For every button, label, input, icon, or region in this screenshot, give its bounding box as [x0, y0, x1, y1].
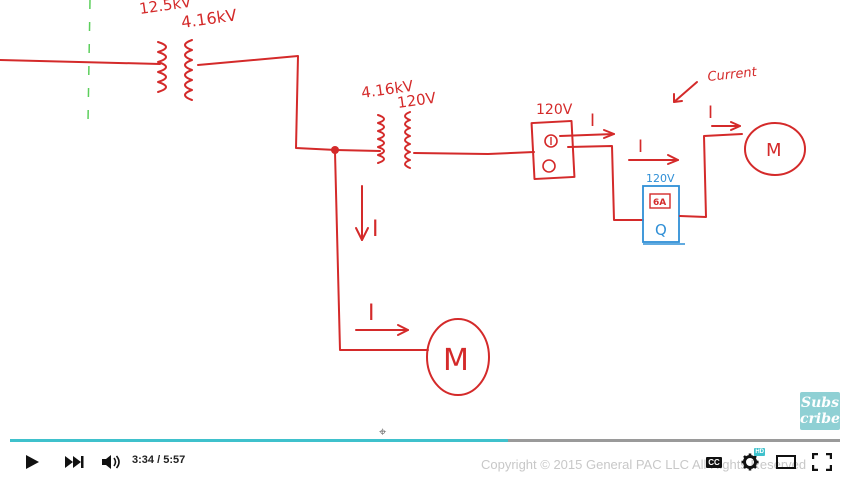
- mouse-cursor-icon: ⌖: [379, 424, 387, 439]
- xfmr2-feed-line: [335, 149, 381, 152]
- receptacle-1-top-outlet: [544, 134, 558, 148]
- xfmr2-secondary-label: 120V: [396, 89, 438, 112]
- receptacle-1: [530, 119, 576, 181]
- receptacle-2-label: 120V: [646, 172, 675, 185]
- feeder-line: [0, 59, 161, 65]
- right-arrow: [397, 324, 409, 336]
- current-label-5: I: [368, 301, 375, 326]
- xfmr2-primary-coil: [377, 114, 385, 164]
- settings-button[interactable]: HD: [739, 448, 765, 472]
- seek-bar[interactable]: [10, 438, 840, 443]
- xfmr1-secondary-coil: [184, 39, 193, 101]
- time-display: 3:34 / 5:57: [132, 454, 186, 466]
- cord-1: [559, 133, 615, 137]
- motor-1: [744, 122, 806, 176]
- motor-2: [426, 318, 490, 396]
- cord-2: [567, 145, 644, 221]
- subscribe-button[interactable]: Subs cribe: [800, 392, 840, 430]
- cord-1-arrow: [603, 129, 615, 139]
- down-arrow: [355, 227, 369, 241]
- play-button[interactable]: [22, 453, 42, 471]
- fuse-label: 6A: [653, 198, 666, 208]
- seek-bar-played: [10, 439, 508, 442]
- receptacle-2: [642, 185, 680, 243]
- volume-button[interactable]: [100, 453, 122, 471]
- current-note-arrow: [673, 81, 698, 103]
- theater-mode-icon: [776, 455, 796, 469]
- time-current: 3:34: [132, 454, 155, 466]
- motor-2-feed: [334, 151, 429, 351]
- current-label-4: I: [372, 217, 379, 242]
- time-total: 5:57: [163, 454, 186, 466]
- next-button[interactable]: [63, 453, 85, 471]
- captions-icon: CC: [706, 456, 722, 468]
- whiteboard-drawing: 12.5kV 4.16kV 4.16kV 120V 120V I I 6A Q: [0, 0, 806, 396]
- play-icon: [26, 455, 39, 469]
- bus-line: [197, 55, 337, 151]
- xfmr1-primary-coil: [157, 41, 167, 93]
- fuse-box: [649, 193, 671, 209]
- volume-icon: [102, 455, 120, 469]
- current-label-2: I: [638, 137, 643, 157]
- gear-icon: [741, 453, 759, 471]
- fullscreen-button[interactable]: [811, 452, 833, 472]
- video-frame[interactable]: 12.5kV 4.16kV 4.16kV 120V 120V I I 6A Q: [0, 0, 850, 440]
- next-icon: [65, 456, 84, 468]
- current-label-3: I: [708, 103, 713, 123]
- copyright-text: Copyright © 2015 General PAC LLC All Rig…: [481, 457, 807, 472]
- fullscreen-icon: [812, 453, 832, 471]
- hd-badge: HD: [754, 448, 765, 456]
- green-dashed-line: [87, 0, 91, 123]
- subscribe-label: Subs cribe: [800, 395, 840, 427]
- receptacle-1-label: 120V: [536, 102, 573, 118]
- current-label-1: I: [590, 111, 595, 131]
- receptacle-1-bottom-outlet: [542, 159, 556, 173]
- theater-mode-button[interactable]: [775, 454, 797, 470]
- motor-1-feed: [679, 133, 743, 218]
- motor-1-label: M: [766, 140, 782, 161]
- player-controls: 3:34 / 5:57 CC HD: [0, 446, 850, 480]
- branch-line: [413, 151, 535, 155]
- current-note: Current: [707, 65, 759, 85]
- receptacle-2-outlet: Q: [655, 221, 667, 239]
- captions-button[interactable]: CC: [704, 455, 724, 469]
- xfmr2-secondary-coil: [404, 111, 411, 169]
- motor-2-label: M: [443, 343, 469, 378]
